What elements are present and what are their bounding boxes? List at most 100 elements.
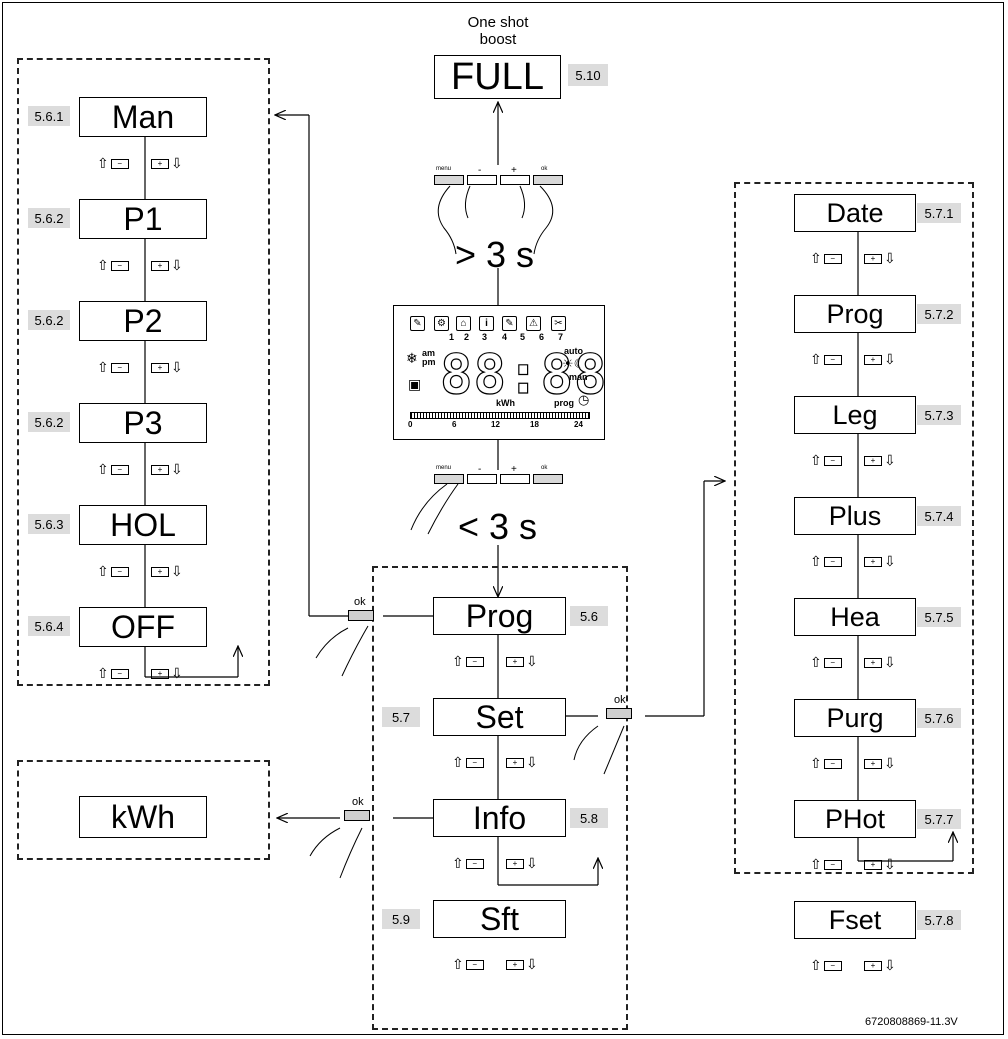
info-icon: i [479,316,494,331]
set-ref-7: 5.7.8 [917,910,961,930]
set-plus-down-0: +⇩ [862,250,896,267]
main-up-minus-0: ⇧− [452,653,486,670]
ok-key-2[interactable] [533,474,563,484]
icon-num-1: 1 [449,332,454,342]
tank-icon: ▣ [408,376,421,393]
clock-icon: ◷ [578,392,589,408]
scale-12: 12 [491,420,500,429]
main-up-minus-1: ⇧− [452,754,486,771]
set-up-minus-3: ⇧− [810,553,844,570]
prog-plus-down-5: +⇩ [149,665,183,682]
keypad-top: menu - + ok [434,166,564,186]
set-item-4: Hea [794,598,916,636]
set-ref-4: 5.7.5 [917,607,961,627]
auto-label: auto [564,346,583,356]
prog-plus-down-2: +⇩ [149,359,183,376]
set-item-0: Date [794,194,916,232]
prog-plus-down-1: +⇩ [149,257,183,274]
kwh-display: kWh [79,796,207,838]
ok-button-prog[interactable] [348,610,374,621]
set-up-minus-0: ⇧− [810,250,844,267]
prog-up-minus-1: ⇧− [97,257,131,274]
set-up-minus-4: ⇧− [810,654,844,671]
prog-up-minus-4: ⇧− [97,563,131,580]
ok-label-set: ok [614,694,626,706]
minus-key-2[interactable] [467,474,497,484]
ok-button-info[interactable] [344,810,370,821]
set-up-minus-2: ⇧− [810,452,844,469]
main-ref-1: 5.7 [382,707,420,727]
key-label-ok: ok [541,166,547,172]
ok-label-prog: ok [354,596,366,608]
set-plus-down-2: +⇩ [862,452,896,469]
minus-key[interactable] [467,175,497,185]
prog-up-minus-3: ⇧− [97,461,131,478]
long-press-label: > 3 s [455,234,534,276]
icon-num-3: 3 [482,332,487,342]
scale-0: 0 [408,420,412,429]
main-ref-0: 5.6 [570,606,608,626]
key-label-menu-2: menu [436,465,451,471]
set-plus-down-1: +⇩ [862,351,896,368]
set-plus-down-7: +⇩ [862,957,896,974]
set-plus-down-5: +⇩ [862,755,896,772]
ok-key[interactable] [533,175,563,185]
wrench-arrow-icon: ✎ [410,316,425,331]
snowflake-icon: ❄ [406,350,418,367]
menu-key-2[interactable] [434,474,464,484]
set-item-5: Purg [794,699,916,737]
key-label-menu: menu [436,166,451,172]
house-icon: ⌂ [456,316,471,331]
prog-ref-3: 5.6.2 [28,412,70,432]
wrench-icon: ✎ [502,316,517,331]
set-ref-5: 5.7.6 [917,708,961,728]
plus-key[interactable] [500,175,530,185]
prog-up-minus-5: ⇧− [97,665,131,682]
icon-num-2: 2 [464,332,469,342]
prog-item-4: HOL [79,505,207,545]
ref-5-10: 5.10 [568,64,608,86]
time-bar [410,412,590,419]
main-plus-down-3: +⇩ [504,956,538,973]
key-label-ok-2: ok [541,465,547,471]
main-item-2: Info [433,799,566,837]
prog-plus-down-0: +⇩ [149,155,183,172]
prog-ref-2: 5.6.2 [28,310,70,330]
main-up-minus-2: ⇧− [452,855,486,872]
main-item-1: Set [433,698,566,736]
main-item-0: Prog [433,597,566,635]
main-ref-2: 5.8 [570,808,608,828]
main-ref-3: 5.9 [382,909,420,929]
set-ref-6: 5.7.7 [917,809,961,829]
set-ref-0: 5.7.1 [917,203,961,223]
set-plus-down-3: +⇩ [862,553,896,570]
set-plus-down-4: +⇩ [862,654,896,671]
prog-up-minus-0: ⇧− [97,155,131,172]
icon-num-5: 5 [520,332,525,342]
prog-item-3: P3 [79,403,207,443]
menu-key[interactable] [434,175,464,185]
sun-moon-icon: ☀☾ [562,356,585,372]
plus-key-2[interactable] [500,474,530,484]
scale-6: 6 [452,420,456,429]
set-ref-2: 5.7.3 [917,405,961,425]
icon-num-4: 4 [502,332,507,342]
prog-ref-5: 5.6.4 [28,616,70,636]
set-up-minus-1: ⇧− [810,351,844,368]
scale-24: 24 [574,420,583,429]
prog-item-1: P1 [79,199,207,239]
icon-num-6: 6 [539,332,544,342]
boost-caption: One shot boost [438,14,558,48]
set-item-3: Plus [794,497,916,535]
set-up-minus-6: ⇧− [810,856,844,873]
prog-ref-0: 5.6.1 [28,106,70,126]
prog-item-5: OFF [79,607,207,647]
prog-item-2: P2 [79,301,207,341]
main-item-3: Sft [433,900,566,938]
prog-ref-4: 5.6.3 [28,514,70,534]
ok-button-set[interactable] [606,708,632,719]
set-item-6: PHot [794,800,916,838]
set-ref-1: 5.7.2 [917,304,961,324]
short-press-label: < 3 s [458,506,537,548]
prog-plus-down-4: +⇩ [149,563,183,580]
